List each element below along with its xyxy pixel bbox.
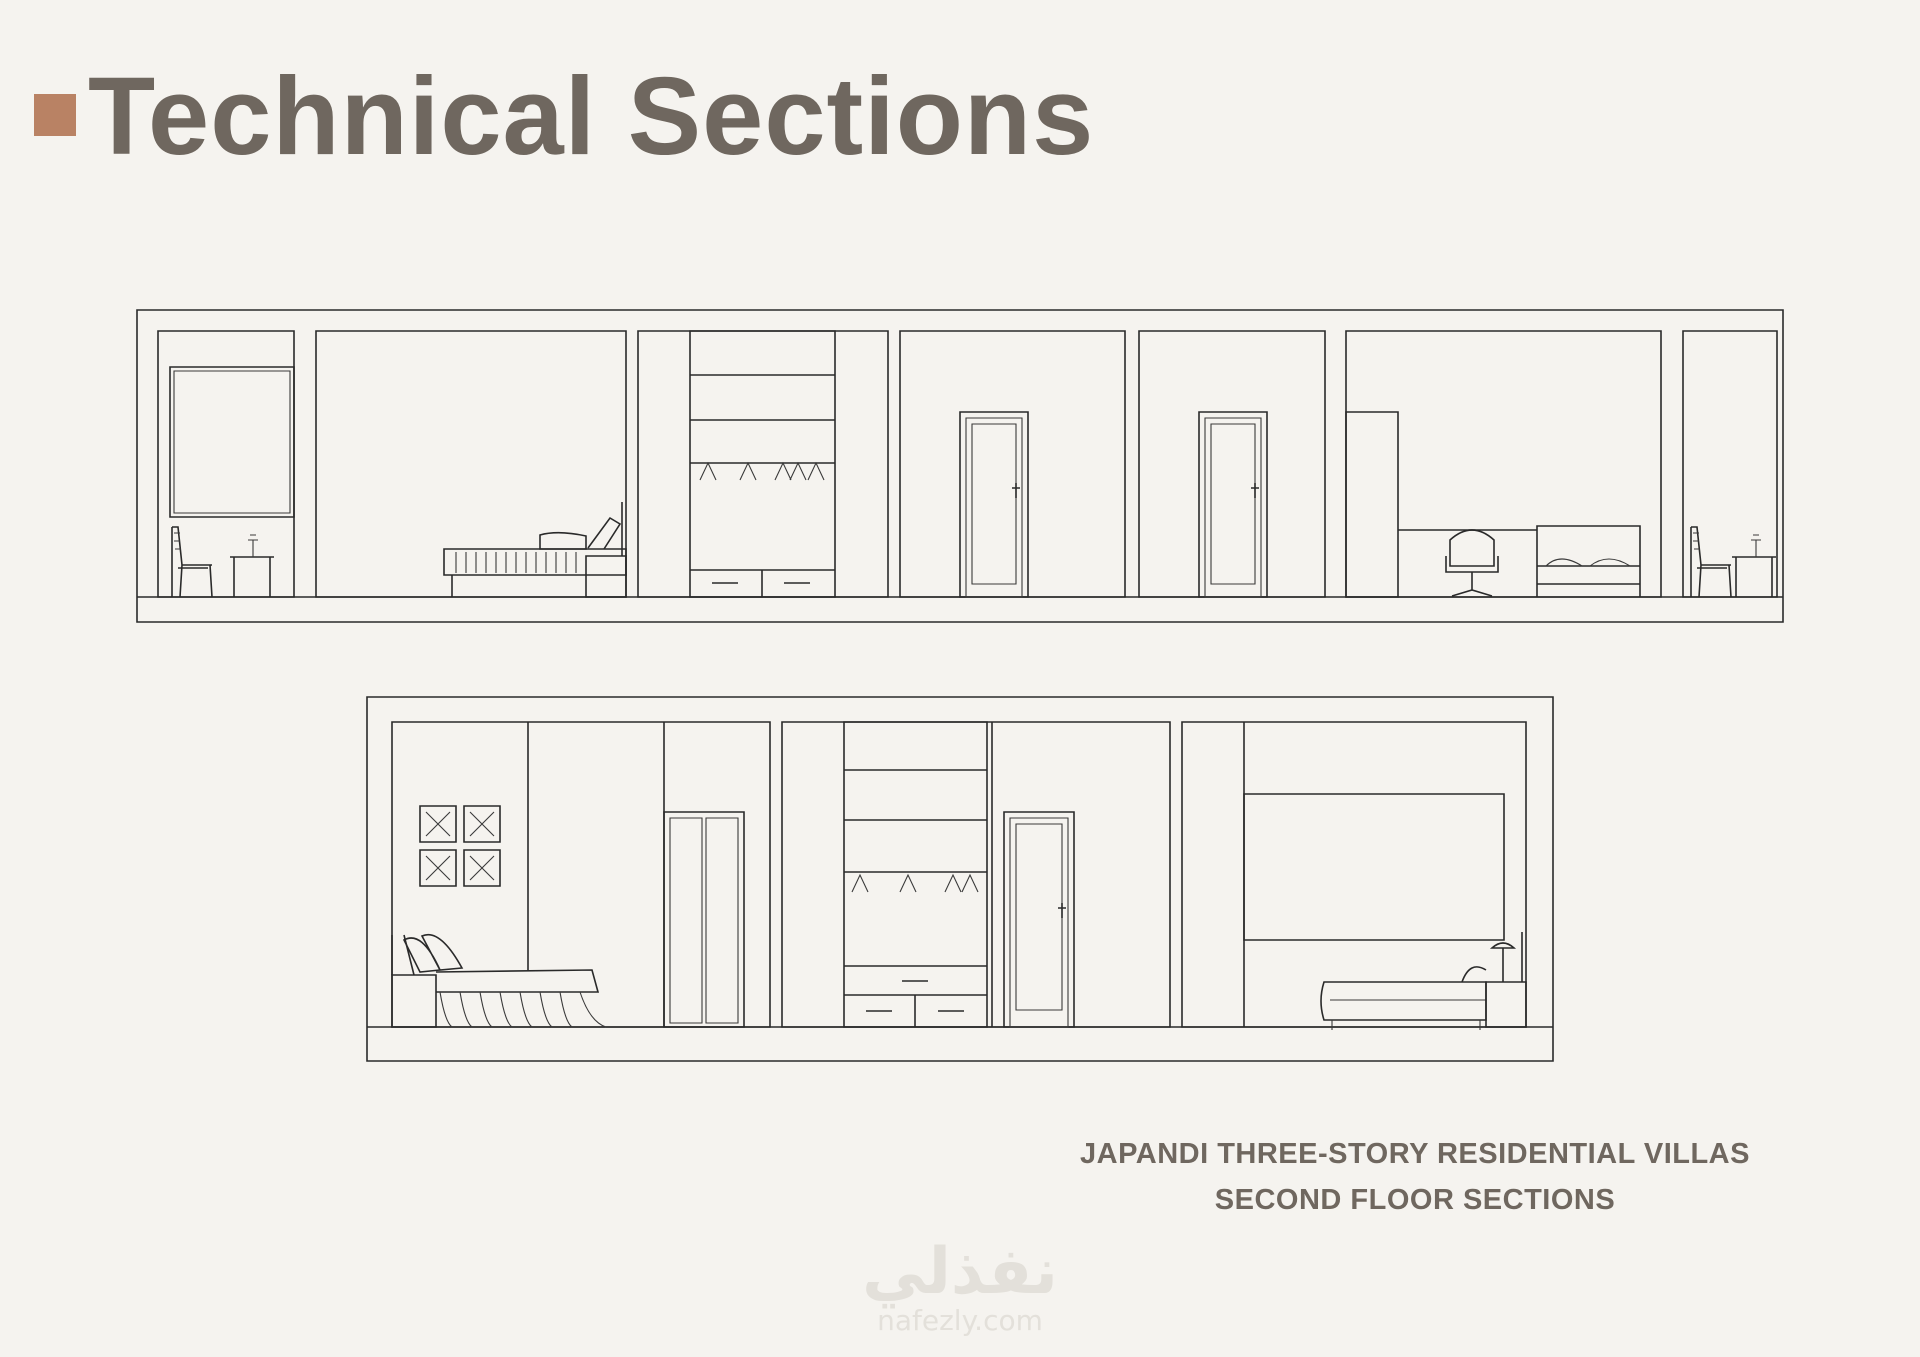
wall-art-icon [420, 806, 500, 886]
window-pane [174, 371, 290, 513]
sofa-bed-icon [1321, 967, 1486, 1030]
room-b3 [1182, 722, 1526, 1027]
section-b [367, 697, 1553, 1061]
bed-icon-3 [392, 935, 606, 1027]
room-5 [1139, 331, 1325, 597]
section-b-frame [367, 697, 1553, 1061]
lamp-icon [1486, 932, 1526, 1027]
room-b1 [392, 722, 770, 1027]
room-2 [316, 331, 626, 597]
office-chair-icon [1446, 530, 1498, 596]
tv-panel [1244, 794, 1504, 940]
side-table-icon-2 [1732, 535, 1776, 597]
section-a [137, 310, 1783, 622]
door-icon-2 [1199, 412, 1267, 597]
bed-icon-2 [1537, 526, 1640, 597]
page-title: Technical Sections [88, 55, 1095, 178]
title-block: Technical Sections [34, 62, 1094, 172]
watermark-arabic: نفذلي [862, 1235, 1058, 1309]
room-b2 [782, 722, 1170, 1027]
room-4 [900, 331, 1125, 597]
wardrobe-icon [690, 331, 835, 597]
door-icon [960, 412, 1028, 597]
bed-icon [444, 502, 626, 597]
door-icon-3 [1004, 812, 1074, 1027]
room-3 [638, 331, 888, 597]
dining-chair-icon-2 [1691, 527, 1731, 597]
window-frame [170, 367, 294, 517]
caption-line-1: JAPANDI THREE-STORY RESIDENTIAL VILLAS [1080, 1138, 1750, 1170]
watermark: نفذلي nafezly.com [840, 1240, 1080, 1338]
caption-line-2: SECOND FLOOR SECTIONS [1214, 1184, 1616, 1216]
side-table-icon [230, 535, 274, 597]
room-6 [1346, 331, 1661, 597]
dining-chair-icon [172, 527, 212, 597]
room-7 [1683, 331, 1777, 597]
watermark-url: nafezly.com [877, 1304, 1043, 1337]
accent-square [34, 94, 76, 136]
section-a-frame [137, 310, 1783, 622]
door-double-icon [664, 812, 744, 1027]
room-6-column [1346, 412, 1398, 597]
wardrobe-icon-2 [844, 722, 987, 1027]
